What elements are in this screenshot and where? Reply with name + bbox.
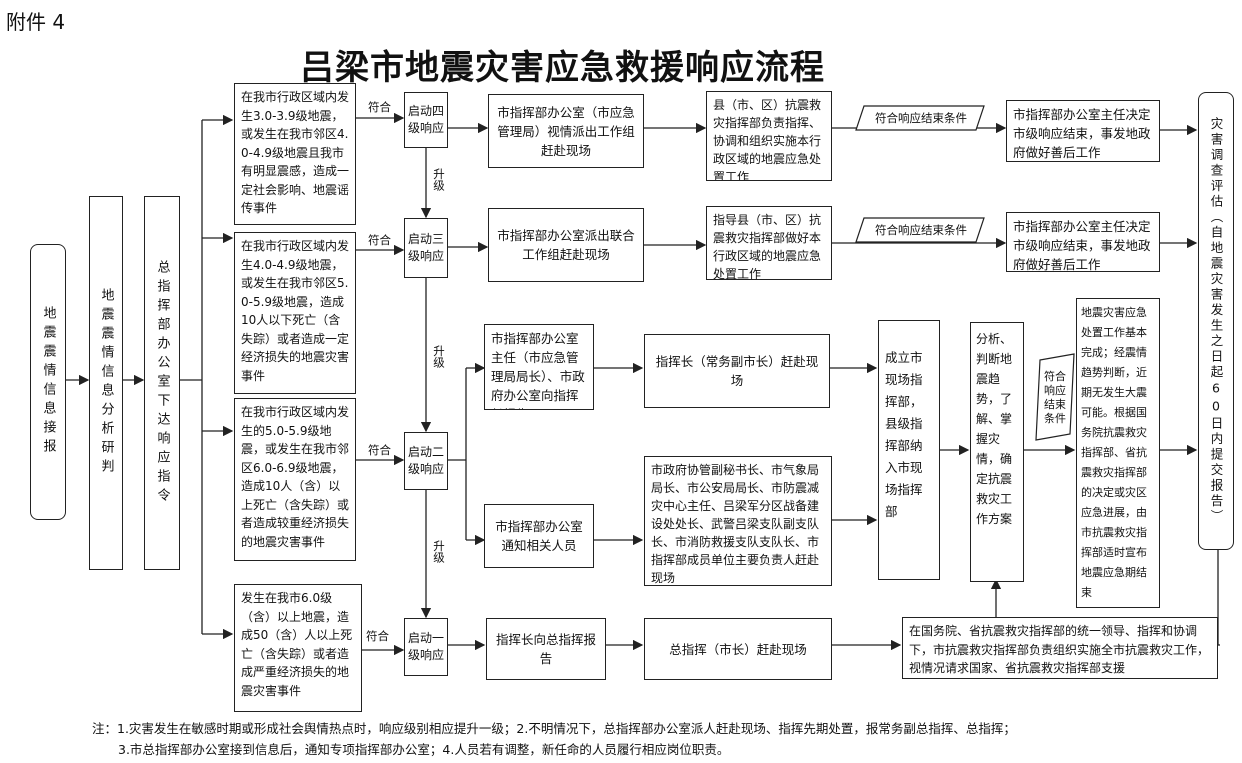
condition-level3: 在我市行政区域内发生4.0-4.9级地震，或发生在我市邻区5.0-5.9级地震，… xyxy=(234,232,356,394)
l2-commander-box: 指挥长（常务副市长）赶赴现场 xyxy=(644,334,830,408)
l4-end-box: 市指挥部办公室主任决定市级响应结束，事发地政府做好善后工作 xyxy=(1006,100,1160,162)
page-title: 吕梁市地震灾害应急救援响应流程 xyxy=(300,48,825,88)
match-label-l3: 符合 xyxy=(368,233,391,247)
upgrade-label-3: 升级 xyxy=(432,540,446,563)
command-issue-box: 总指挥部办公室下达响应指令 xyxy=(144,196,180,570)
final-assessment-box: 灾害调查评估（自地震灾害发生之日起60日内提交报告） xyxy=(1198,92,1234,550)
l3-end-box: 市指挥部办公室主任决定市级响应结束，事发地政府做好善后工作 xyxy=(1006,212,1160,272)
l3-end-condition: 符合响应结束条件 xyxy=(875,223,967,237)
match-label-l1: 符合 xyxy=(366,629,389,643)
l3-county-box: 指导县（市、区）抗震救灾指挥部做好本行政区域的地震应急处置工作 xyxy=(706,206,832,280)
footnote-line-2: 3.市总指挥部办公室接到信息后，通知专项指挥部办公室；4.人员若有调整，新任命的… xyxy=(118,742,730,757)
start-level1: 启动一级响应 xyxy=(404,618,448,676)
end-condition-shape-l3 xyxy=(855,217,985,243)
l2-notify-box: 市指挥部办公室通知相关人员 xyxy=(484,504,594,568)
l2-end-condition: 符合响应结束条件 xyxy=(1044,370,1066,425)
attachment-label: 附件 4 xyxy=(6,10,66,34)
l3-office-box: 市指挥部办公室派出联合工作组赶赴现场 xyxy=(488,208,644,282)
l2-report-box: 市指挥部办公室主任（市应急管理局局长）、市政府办公室向指挥长报告 xyxy=(484,324,594,410)
l4-office-box: 市指挥部办公室（市应急管理局）视情派出工作组赶赴现场 xyxy=(488,94,644,168)
l2-end-box: 地震灾害应急处置工作基本完成；经震情趋势判断，近期无发生大震可能。根据国务院抗震… xyxy=(1076,298,1160,608)
l1-commander-box: 总指挥（市长）赶赴现场 xyxy=(644,618,832,680)
condition-level4: 在我市行政区域内发生3.0-3.9级地震，或发生在我市邻区4.0-4.9级地震且… xyxy=(234,83,356,225)
l1-support-box: 在国务院、省抗震救灾指挥部的统一领导、指挥和协调下，市抗震救灾指挥部负责组织实施… xyxy=(902,617,1218,679)
start-level2: 启动二级响应 xyxy=(404,432,448,490)
condition-level1: 发生在我市6.0级（含）以上地震，造成50（含）人以上死亡（含失踪）或者造成严重… xyxy=(234,584,362,712)
match-label-l2: 符合 xyxy=(368,443,391,457)
footnote-line-1: 注：1.灾害发生在敏感时期或形成社会舆情热点时，响应级别相应提升一级；2.不明情… xyxy=(92,721,1016,736)
l2-field-hq-box: 成立市现场指挥部，县级指挥部纳入市现场指挥部 xyxy=(878,320,940,580)
condition-level2: 在我市行政区域内发生的5.0-5.9级地震，或发生在我市邻区6.0-6.9级地震… xyxy=(234,398,356,561)
start-level3: 启动三级响应 xyxy=(404,218,448,278)
footnote: 注：1.灾害发生在敏感时期或形成社会舆情热点时，响应级别相应提升一级；2.不明情… xyxy=(92,718,1232,760)
info-analysis-box: 地震震情信息分析研判 xyxy=(89,196,123,570)
l4-county-box: 县（市、区）抗震救灾指挥部负责指挥、协调和组织实施本行政区域的地震应急处置工作 xyxy=(706,91,832,181)
l2-officials-box: 市政府协管副秘书长、市气象局局长、市公安局局长、市防震减灾中心主任、吕梁军分区战… xyxy=(644,456,832,586)
info-report-box: 地震震情信息接报 xyxy=(30,244,66,520)
l1-report-box: 指挥长向总指挥报告 xyxy=(486,618,606,680)
match-label-l4: 符合 xyxy=(368,100,391,114)
start-level4: 启动四级响应 xyxy=(404,92,448,148)
upgrade-label-2: 升级 xyxy=(432,345,446,368)
end-condition-shape-l2 xyxy=(1035,353,1075,441)
l2-analysis-box: 分析、判断地震趋势，了解、掌握灾情，确定抗震救灾工作方案 xyxy=(970,322,1024,582)
end-condition-shape-l4 xyxy=(855,105,985,131)
upgrade-label-1: 升级 xyxy=(432,168,446,191)
l4-end-condition: 符合响应结束条件 xyxy=(875,111,967,125)
